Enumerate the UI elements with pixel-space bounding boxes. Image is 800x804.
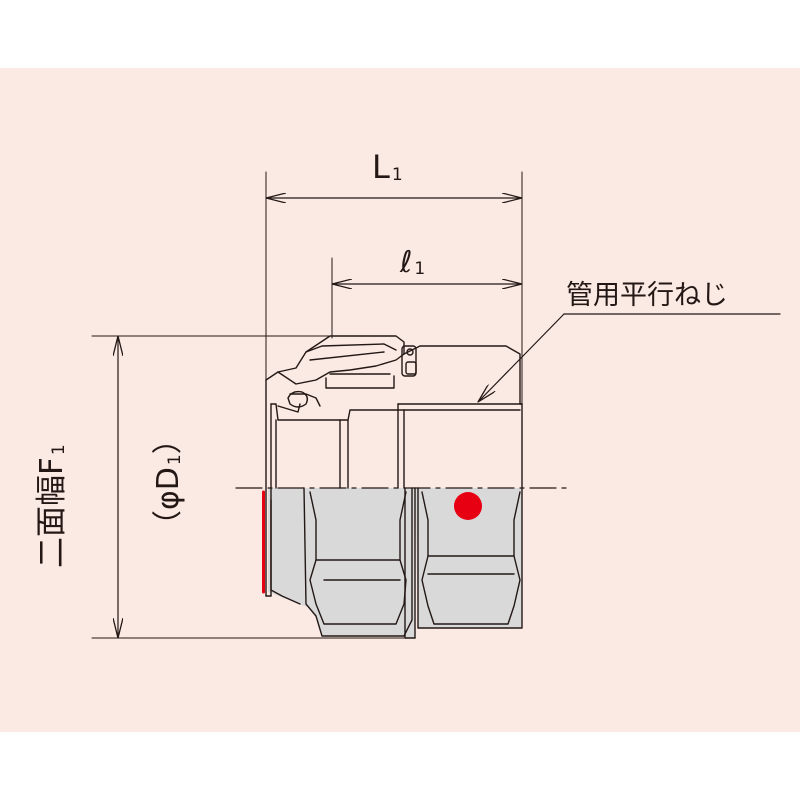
fitting-outline <box>265 335 523 639</box>
red-dot-marker <box>454 492 482 520</box>
label-thread-type: 管用平行ねじ <box>566 280 728 311</box>
label-diameter-D1: （φD1） <box>151 424 186 540</box>
sectioned-half <box>268 488 522 638</box>
thread-callout-leader <box>477 313 781 403</box>
extension-lines <box>91 171 523 639</box>
label-hex-width-F1: 二面幅F1 <box>34 444 70 568</box>
